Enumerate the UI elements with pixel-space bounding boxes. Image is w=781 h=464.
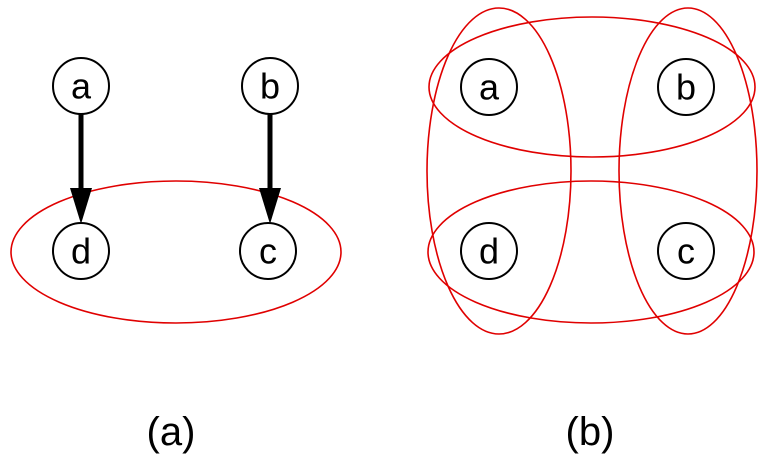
panel-a-node-b-label: b xyxy=(260,66,280,107)
panel-b-node-a: a xyxy=(460,58,518,116)
panel-b: a b d c (b) xyxy=(426,7,758,454)
panel-a-edge-a-d xyxy=(70,113,92,224)
panel-b-caption: (b) xyxy=(566,410,615,454)
panel-b-hyperedge-ab xyxy=(428,16,756,158)
panel-a: a b d c (a) xyxy=(10,57,342,454)
panel-a-node-b: b xyxy=(241,57,299,115)
panel-b-hyperedge-dc xyxy=(427,180,755,324)
panel-b-hyperedge-ad xyxy=(426,7,572,335)
panel-a-node-a: a xyxy=(52,57,110,115)
panel-a-hyperedge-dc xyxy=(10,180,342,324)
panel-b-node-d: d xyxy=(460,222,518,280)
panel-b-node-d-label: d xyxy=(479,231,499,272)
panel-a-node-d-label: d xyxy=(71,231,91,272)
panel-b-node-a-label: a xyxy=(479,67,500,108)
panel-b-hyperedge-bc xyxy=(618,7,758,335)
panel-a-edge-b-c xyxy=(259,113,281,224)
panel-a-node-c: c xyxy=(239,222,297,280)
panel-a-arrowhead-b-c xyxy=(259,188,281,224)
panel-a-arrowhead-a-d xyxy=(70,188,92,224)
panel-a-caption: (a) xyxy=(147,410,196,454)
panel-b-node-b-label: b xyxy=(676,67,696,108)
panel-a-node-d: d xyxy=(52,222,110,280)
panel-b-node-b: b xyxy=(657,58,715,116)
panel-b-node-c: c xyxy=(657,222,715,280)
panel-a-node-a-label: a xyxy=(71,66,92,107)
panel-b-node-c-label: c xyxy=(677,231,695,272)
panel-a-node-c-label: c xyxy=(259,231,277,272)
